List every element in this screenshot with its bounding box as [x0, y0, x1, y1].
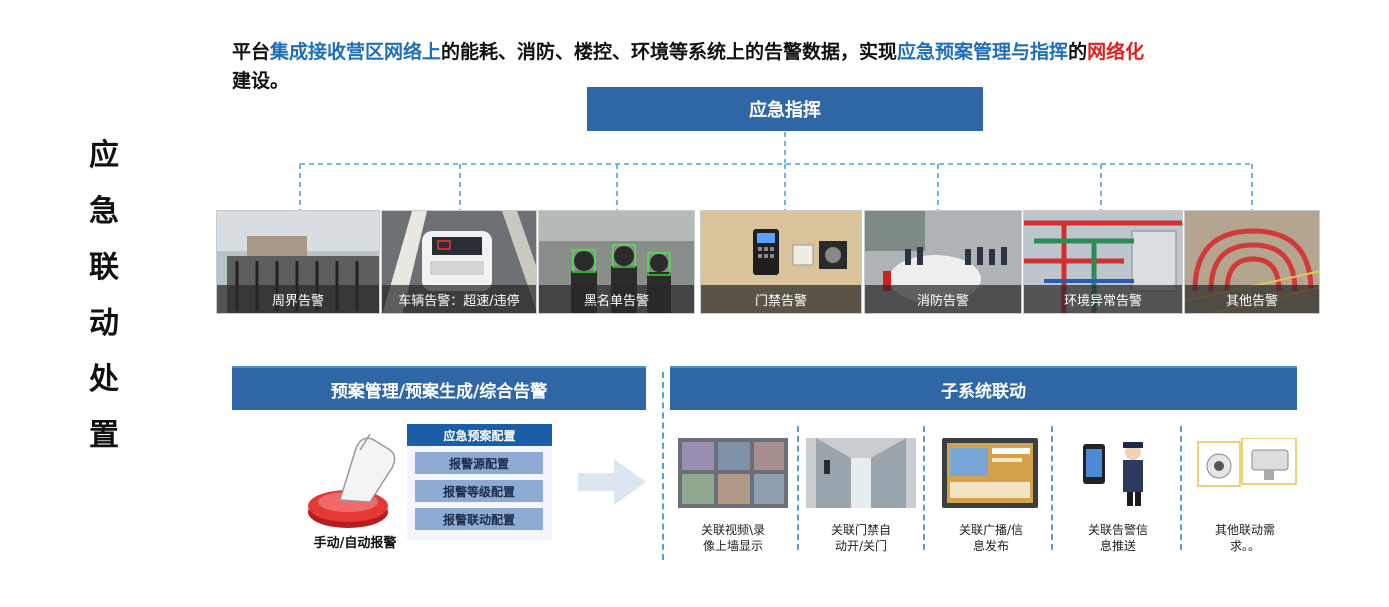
- side-title-char: 置: [89, 418, 119, 453]
- alarm-photo-row: 周界告警 车辆告警：超速/违停 黑名单告警: [216, 210, 1320, 316]
- item-divider: [797, 426, 799, 550]
- right-panel-header: 子系统联动: [670, 366, 1297, 410]
- intro-segment: 的能耗、消防、楼控、环境等系统上的告警数据，实现: [441, 41, 898, 63]
- item-divider: [1180, 426, 1182, 550]
- linkage-label-line: 求。。: [1229, 539, 1260, 553]
- right-panel-title: 子系统联动: [941, 381, 1026, 402]
- alarm-caption: 消防告警: [865, 285, 1021, 313]
- alarm-caption: 环境异常告警: [1024, 285, 1182, 313]
- linkage-label: 关联门禁自 动开/关门: [806, 522, 916, 554]
- intro-segment: 建设。: [232, 70, 290, 92]
- linkage-item-push[interactable]: 关联告警信 息推送: [1063, 438, 1173, 554]
- intro-segment: 平台: [232, 41, 271, 63]
- phone-guard-icon: [1063, 438, 1173, 508]
- broadcast-screen-icon: [936, 438, 1046, 508]
- intro-highlight-blue: 应急预案管理与指挥: [897, 41, 1069, 63]
- left-panel-title: 预案管理/预案生成/综合告警: [330, 381, 548, 402]
- alarm-card-access[interactable]: 门禁告警: [700, 210, 862, 314]
- linkage-label-line: 息发布: [972, 539, 1009, 553]
- alarm-card-fire[interactable]: 消防告警: [864, 210, 1022, 314]
- side-title-char: 联: [89, 250, 119, 285]
- side-title-char: 急: [89, 194, 119, 229]
- alarm-card-environment[interactable]: 环境异常告警: [1023, 210, 1183, 314]
- alarm-button-illustration[interactable]: [300, 420, 410, 540]
- alarm-card-other[interactable]: 其他告警: [1184, 210, 1320, 314]
- linkage-label-line: 息推送: [1099, 539, 1136, 553]
- alarm-caption: 周界告警: [217, 285, 379, 313]
- linkage-label-line: 动开/关门: [834, 539, 888, 553]
- command-box: 应急指挥: [587, 87, 983, 131]
- config-list: 应急预案配置 报警源配置 报警等级配置 报警联动配置: [407, 424, 552, 540]
- alarm-card-vehicle[interactable]: 车辆告警：超速/违停: [381, 210, 537, 314]
- linkage-item-broadcast[interactable]: 关联广播/信 息发布: [936, 438, 1046, 554]
- alarm-card-blacklist[interactable]: 黑名单告警: [538, 210, 695, 314]
- item-divider: [1051, 426, 1053, 550]
- alarm-caption: 其他告警: [1185, 285, 1319, 313]
- linkage-label-line: 像上墙显示: [702, 539, 763, 553]
- video-wall-icon: [678, 438, 788, 508]
- linkage-item-door[interactable]: 关联门禁自 动开/关门: [806, 438, 916, 554]
- command-label: 应急指挥: [749, 100, 821, 121]
- intro-highlight-red: 网络化: [1087, 41, 1145, 63]
- config-item-alarm-level[interactable]: 报警等级配置: [415, 480, 543, 502]
- linkage-item-video[interactable]: 关联视频\录 像上墙显示: [678, 438, 788, 554]
- door-icon: [806, 438, 916, 508]
- intro-text: 平台集成接收营区网络上的能耗、消防、楼控、环境等系统上的告警数据，实现应急预案管…: [232, 38, 1322, 96]
- alarm-card-perimeter[interactable]: 周界告警: [216, 210, 380, 314]
- left-panel-header: 预案管理/预案生成/综合告警: [232, 366, 646, 410]
- linkage-label: 关联告警信 息推送: [1063, 522, 1173, 554]
- intro-segment: 的: [1068, 41, 1088, 63]
- linkage-label-line: 关联视频\录: [700, 523, 766, 537]
- item-divider: [923, 426, 925, 550]
- linkage-item-other[interactable]: 其他联动需 求。。: [1190, 438, 1300, 554]
- linkage-label-line: 关联广播/信: [958, 523, 1024, 537]
- linkage-label: 关联广播/信 息发布: [936, 522, 1046, 554]
- linkage-label-line: 关联门禁自: [830, 523, 891, 537]
- camera-icon: [1190, 438, 1300, 508]
- alarm-caption: 黑名单告警: [539, 285, 694, 313]
- linkage-label-line: 关联告警信: [1087, 523, 1148, 537]
- side-title: 应 急 联 动 处 置: [84, 128, 124, 464]
- side-title-char: 应: [89, 138, 119, 173]
- panel-divider: [662, 372, 664, 560]
- intro-highlight-blue: 集成接收营区网络上: [270, 41, 442, 63]
- config-item-emergency-plan[interactable]: 应急预案配置: [407, 424, 552, 446]
- linkage-label: 关联视频\录 像上墙显示: [678, 522, 788, 554]
- linkage-label-line: 其他联动需: [1214, 523, 1275, 537]
- alarm-button-icon: [308, 433, 396, 528]
- side-title-char: 动: [89, 306, 119, 341]
- side-title-char: 处: [89, 362, 119, 397]
- alarm-caption: 门禁告警: [701, 285, 861, 313]
- linkage-label: 其他联动需 求。。: [1190, 522, 1300, 554]
- alarm-button-caption: 手动/自动报警: [313, 536, 397, 551]
- alarm-caption: 车辆告警：超速/违停: [382, 285, 536, 313]
- config-item-alarm-linkage[interactable]: 报警联动配置: [415, 508, 543, 530]
- config-item-alarm-source[interactable]: 报警源配置: [415, 452, 543, 474]
- right-arrow-icon: [578, 459, 646, 505]
